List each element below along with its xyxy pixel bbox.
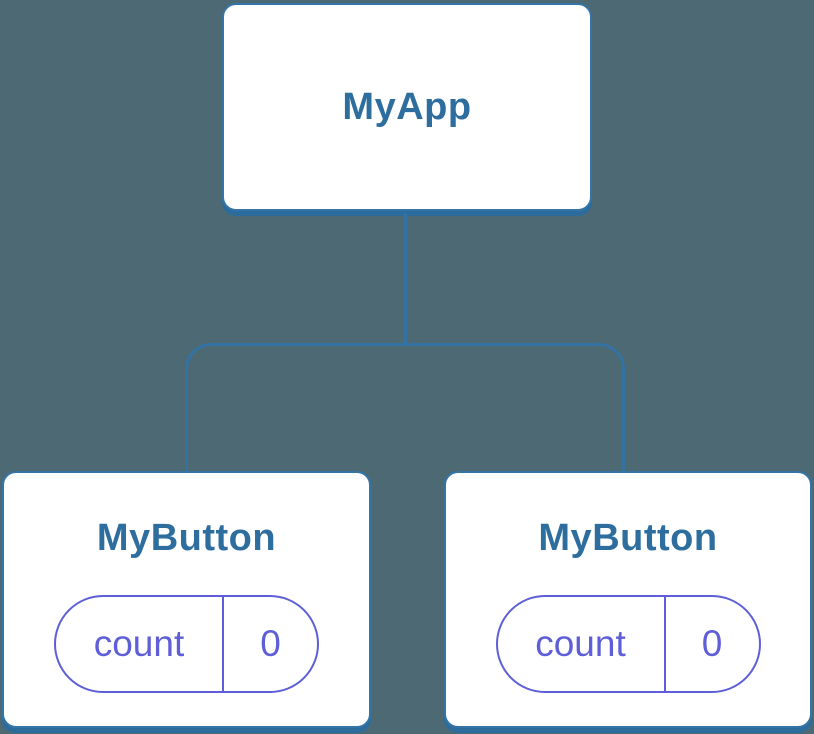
child-node-title: MyButton [538,517,718,559]
child-node-title: MyButton [96,517,277,559]
state-key-label: count [56,597,224,691]
state-key-label: count [498,597,666,691]
root-node-title: MyApp [342,86,472,128]
child-node-mybutton-left: MyButton count 0 [2,471,371,728]
root-node-myapp: MyApp [222,3,592,211]
state-pill: count 0 [54,595,319,693]
tree-stem-connector [404,213,407,344]
child-node-mybutton-right: MyButton count 0 [444,471,812,728]
tree-bracket-connector [185,343,625,472]
state-pill: count 0 [495,595,761,693]
state-value: 0 [701,623,723,664]
state-value: 0 [260,623,281,664]
